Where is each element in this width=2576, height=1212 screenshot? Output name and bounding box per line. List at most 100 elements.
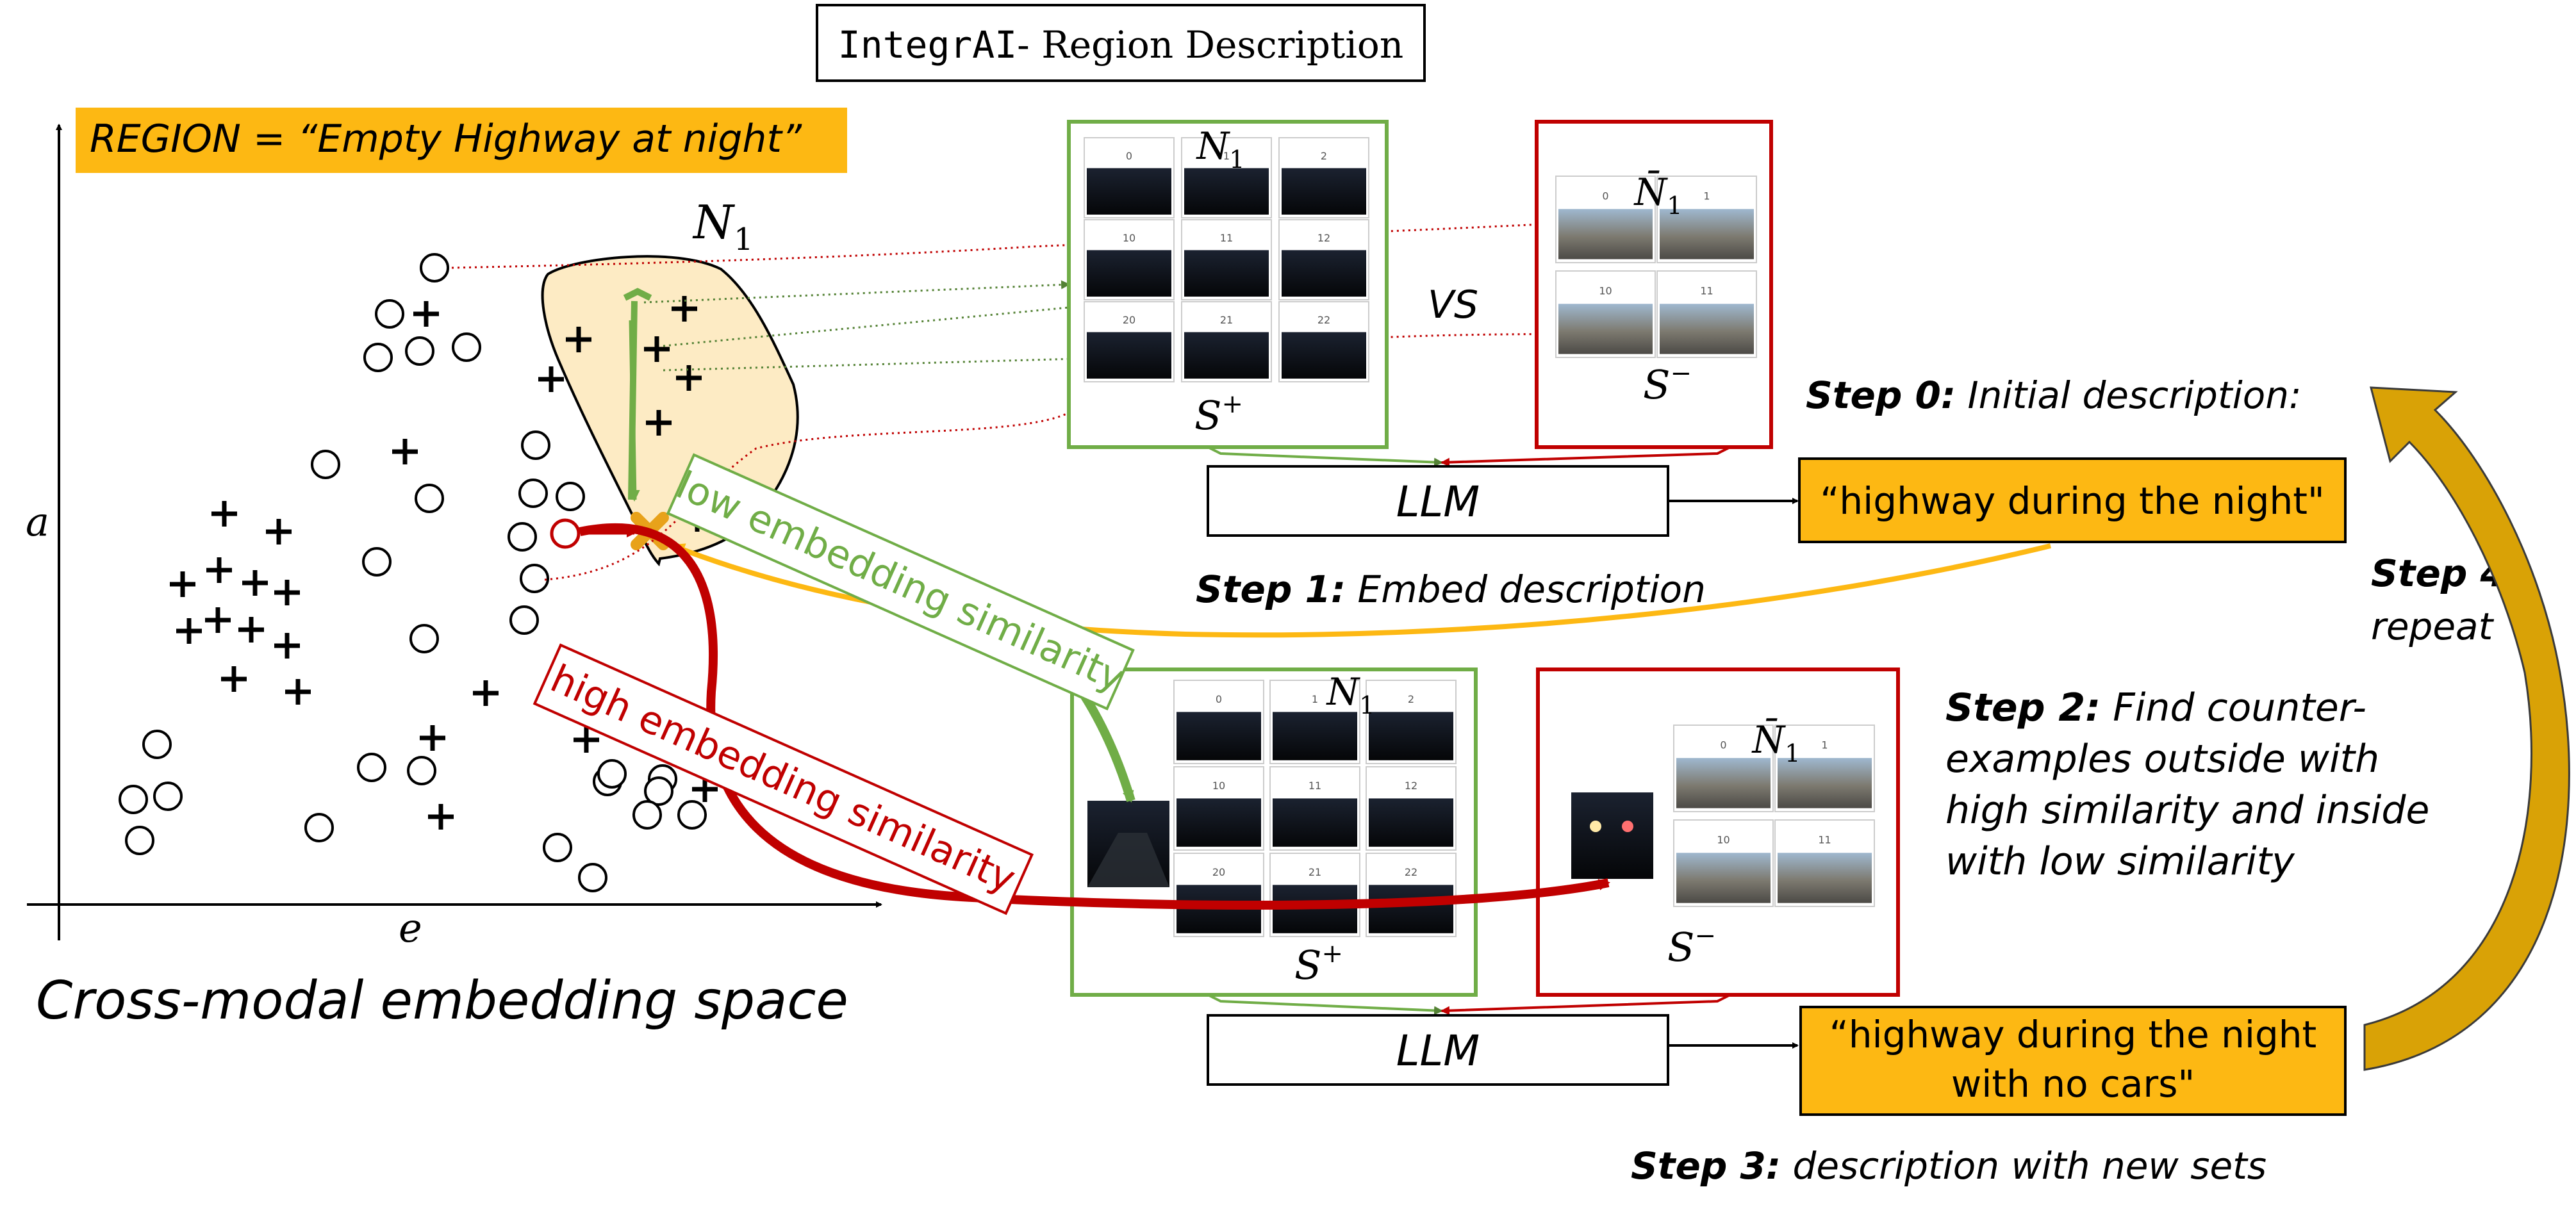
output-description-2: “highway during the night with no cars" (1799, 1006, 2347, 1116)
thumbnail-index: 0 (1720, 739, 1726, 751)
llm-box-1: LLM (1207, 465, 1669, 537)
svg-text:LLM: LLM (1396, 1026, 1480, 1076)
thumbnail-image (1282, 250, 1366, 297)
thumbnail-image (1273, 712, 1357, 760)
positive-point (242, 570, 268, 596)
thumbnail-image (1087, 250, 1171, 297)
panel-neg-bot-set: S− (1667, 921, 1716, 970)
thumbnail-index: 2 (1321, 150, 1327, 162)
region-label-text: REGION = “Empty Highway at night” (90, 117, 802, 161)
step-2-text: Step 2: Find counter- examples outside w… (1945, 685, 2429, 884)
thumbnail-index: 11 (1700, 284, 1713, 297)
thumbnail-index: 20 (1212, 866, 1225, 878)
negative-point (375, 299, 404, 329)
panel-neg-top-set: S− (1643, 359, 1692, 408)
link-neg-2 (544, 329, 1616, 581)
negative-point (363, 343, 393, 372)
low-similarity-label: low embedding similarity (666, 453, 1135, 711)
thumbnail-index: 0 (1602, 190, 1608, 202)
thumbnail-index: 20 (1123, 314, 1135, 326)
thumbnail-image (1184, 250, 1269, 297)
negative-point (521, 430, 550, 460)
thumbnail-image (1087, 168, 1171, 215)
positive-point (274, 580, 300, 605)
nearest-negative-point (550, 518, 581, 549)
positive-point (646, 410, 672, 436)
positive-point (206, 557, 232, 583)
negative-point (543, 833, 572, 862)
thumbs-negative-top: 0 1 10 11 (1555, 176, 1757, 358)
negative-point (153, 782, 183, 811)
negative-point (407, 756, 436, 785)
negative-point (311, 450, 340, 479)
positive-point (428, 804, 454, 830)
panel-pos-top-name: N1 (1196, 124, 1245, 174)
step-3-text: Step 3: description with new sets (1631, 1144, 2266, 1188)
space-caption: Cross-modal embedding space (36, 970, 848, 1031)
vs-label: VS (1428, 283, 1478, 327)
positive-point (221, 666, 247, 692)
thumbnail-index: 10 (1212, 780, 1225, 792)
svg-text:with low similarity: with low similarity (1945, 839, 2295, 884)
positive-point (392, 439, 418, 464)
panel-pos-top-set: S+ (1194, 389, 1243, 439)
positive-point (170, 571, 195, 597)
thumbnail-index: 11 (1818, 833, 1831, 846)
negative-point (508, 522, 537, 552)
link-pos-1 (643, 280, 1070, 304)
new-negative-example (1571, 792, 1653, 879)
thumbnail-index: 0 (1216, 693, 1222, 705)
negative-point (518, 479, 548, 508)
scatter-points (119, 253, 740, 892)
thumbnail-image (1676, 853, 1771, 903)
positive-point (274, 633, 300, 659)
thumbnail-index: 22 (1405, 866, 1417, 878)
llm-box-2: LLM (1207, 1014, 1669, 1086)
link-pos-2 (663, 292, 1192, 347)
negative-point (578, 863, 607, 892)
thumbnail-image (1676, 758, 1771, 808)
thumbnail-image (1184, 168, 1269, 215)
title-box: IntegrAI- Region Description (816, 4, 1426, 82)
negative-point (420, 253, 449, 283)
high-similarity-arrow (579, 523, 1610, 910)
thumbnail-index: 10 (1599, 284, 1612, 297)
neg-to-llm2 (1441, 994, 1731, 1015)
negative-point (509, 605, 539, 635)
thumbnail-index: 21 (1220, 314, 1233, 326)
thumbnail-index: 10 (1717, 833, 1730, 846)
positive-point (566, 327, 591, 352)
thumbnail-index: 11 (1220, 232, 1233, 244)
negative-point (119, 785, 148, 814)
svg-text:high similarity and inside: high similarity and inside (1945, 788, 2429, 833)
thumbnail-index: 11 (1309, 780, 1321, 792)
thumbnail-image (1282, 168, 1366, 215)
negative-point (632, 800, 662, 830)
step-0-text: Step 0: Initial description: (1806, 373, 2302, 417)
negative-point (304, 813, 334, 842)
title-text: IntegrAI- Region Description (838, 23, 1403, 67)
thumbnail-index: 12 (1317, 232, 1330, 244)
thumbnail-image (1177, 712, 1261, 760)
y-axis-label: a (26, 498, 49, 545)
embedding-space: a e Cross-modal embedding space N1 (26, 124, 882, 1031)
thumbnail-index: 1 (1703, 190, 1710, 202)
negative-point (452, 332, 481, 362)
thumbnail-index: 12 (1405, 780, 1417, 792)
repeat-arrow (2363, 386, 2570, 1071)
thumbnail-index: 2 (1408, 693, 1414, 705)
thumbnail-index: 1 (1821, 739, 1828, 751)
thumbnail-image (1273, 798, 1357, 847)
step-1-text: Step 1: Embed description (1196, 568, 1706, 611)
thumbnail-image (1558, 209, 1653, 259)
negative-point (520, 564, 549, 593)
thumbnail-index: 22 (1317, 314, 1330, 326)
thumbnail-image (1778, 758, 1872, 808)
thumbnail-image (1087, 332, 1171, 379)
thumbnail-image (1660, 209, 1754, 259)
